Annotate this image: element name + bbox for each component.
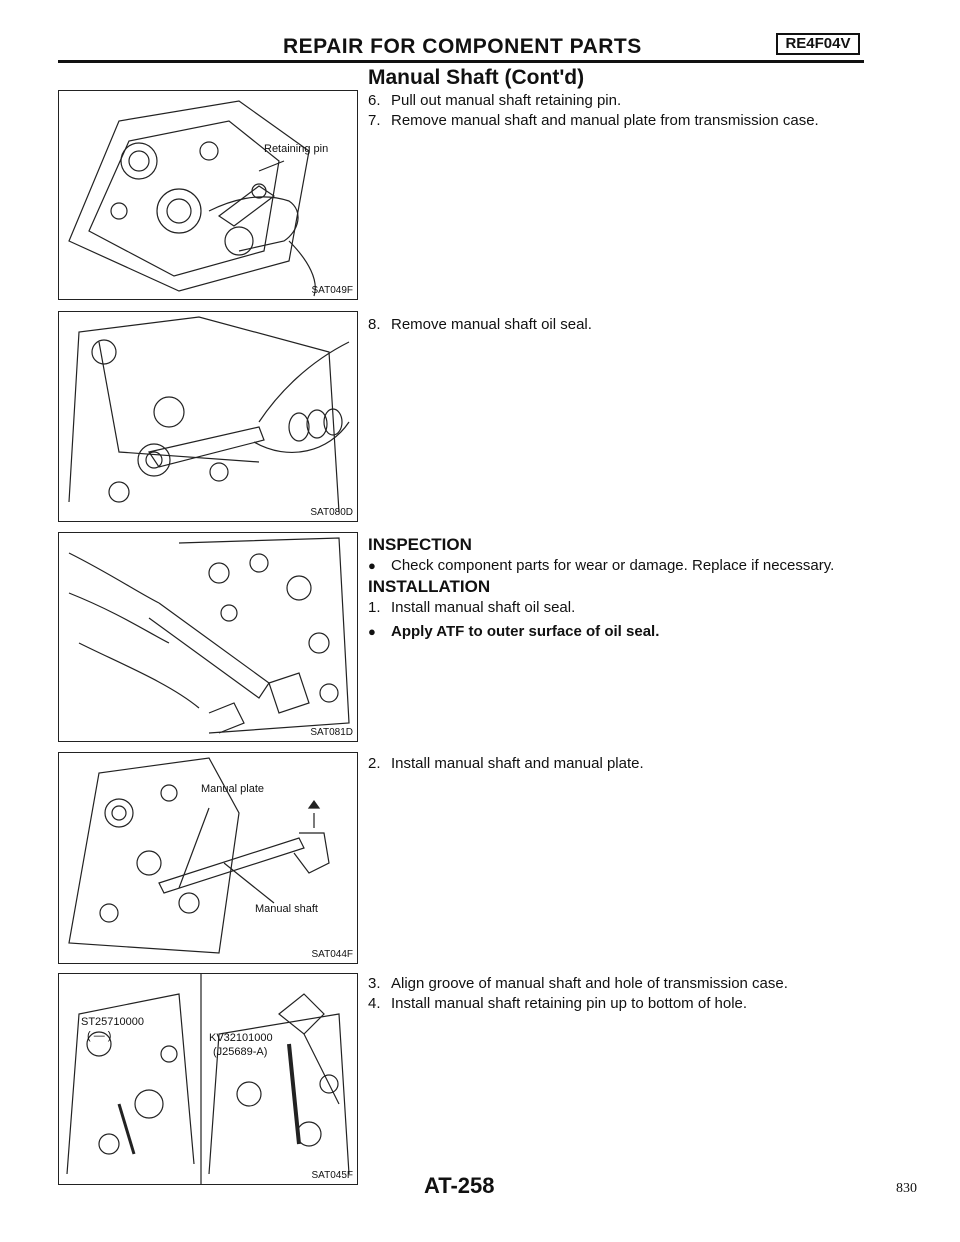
callout-manual-plate: Manual plate bbox=[201, 783, 264, 795]
removal-steps-6-7: 6. Pull out manual shaft retaining pin. … bbox=[368, 91, 868, 131]
step-6: 6. Pull out manual shaft retaining pin. bbox=[368, 91, 868, 111]
page-label: AT-258 bbox=[424, 1173, 495, 1198]
callout-retaining-pin: Retaining pin bbox=[264, 143, 329, 155]
figure-retaining-pin-install: ST25710000 ( — ) KV32101000 (J25689-A) S… bbox=[58, 973, 358, 1185]
installation-heading: INSTALLATION bbox=[368, 577, 491, 596]
bullet-text: Apply ATF to outer surface of oil seal. bbox=[391, 623, 660, 640]
step-text: Install manual shaft and manual plate. bbox=[391, 755, 644, 772]
step-number: 2. bbox=[368, 755, 381, 772]
retaining-pin-install-illustration bbox=[66, 974, 350, 1184]
callout-tool-kv-alt: (J25689-A) bbox=[213, 1046, 268, 1058]
step-text: Remove manual shaft and manual plate fro… bbox=[391, 112, 819, 129]
bullet-text: Check component parts for wear or damage… bbox=[391, 557, 835, 574]
oil-seal-removal-illustration bbox=[68, 316, 350, 513]
callout-tool-st-alt: ( — ) bbox=[87, 1030, 112, 1042]
bullet-icon: ● bbox=[368, 558, 376, 573]
figure-manual-shaft-plate: Manual plate Manual shaft SAT044F bbox=[58, 752, 358, 964]
section-title: Manual Shaft (Cont'd) bbox=[368, 66, 585, 89]
bullet-icon: ● bbox=[368, 624, 376, 639]
step-number: 1. bbox=[368, 599, 381, 616]
step-text: Remove manual shaft oil seal. bbox=[391, 316, 592, 333]
figure-code: SAT044F bbox=[311, 949, 354, 960]
figure-retaining-pin: Retaining pin SAT049F bbox=[58, 90, 358, 300]
step-text: Align groove of manual shaft and hole of… bbox=[391, 975, 788, 992]
step-number: 4. bbox=[368, 995, 381, 1012]
step-number: 8. bbox=[368, 316, 381, 333]
figure-code: SAT080D bbox=[310, 507, 353, 518]
install-step-4: 4. Install manual shaft retaining pin up… bbox=[368, 994, 868, 1014]
install-bullet: ● Apply ATF to outer surface of oil seal… bbox=[368, 622, 868, 642]
page-number: 830 bbox=[896, 1181, 917, 1196]
step-number: 3. bbox=[368, 975, 381, 992]
oil-seal-installation-illustration bbox=[68, 537, 350, 734]
step-number: 6. bbox=[368, 92, 381, 109]
model-badge: RE4F04V bbox=[776, 33, 860, 55]
callout-tool-kv: KV32101000 bbox=[209, 1032, 273, 1044]
step-text: Install manual shaft oil seal. bbox=[391, 599, 576, 616]
step-text: Pull out manual shaft retaining pin. bbox=[391, 92, 622, 109]
install-step-2: 2. Install manual shaft and manual plate… bbox=[368, 754, 868, 774]
step-7: 7. Remove manual shaft and manual plate … bbox=[368, 111, 868, 131]
manual-shaft-illustration bbox=[68, 757, 330, 954]
inspection-installation: INSPECTION ● Check component parts for w… bbox=[368, 534, 868, 642]
install-steps-3-4: 3. Align groove of manual shaft and hole… bbox=[368, 974, 868, 1014]
install-step-1: 1. Install manual shaft oil seal. bbox=[368, 598, 868, 618]
step-text: Install manual shaft retaining pin up to… bbox=[391, 995, 748, 1012]
header-rule bbox=[58, 60, 864, 63]
inspection-heading: INSPECTION bbox=[368, 535, 472, 554]
step-number: 7. bbox=[368, 112, 381, 129]
callout-tool-st: ST25710000 bbox=[81, 1016, 144, 1028]
figure-oil-seal-removal: SAT080D bbox=[58, 311, 358, 522]
transmission-case-illustration bbox=[68, 100, 316, 297]
header-title: REPAIR FOR COMPONENT PARTS bbox=[283, 35, 642, 58]
step-8: 8. Remove manual shaft oil seal. bbox=[368, 315, 868, 335]
inspection-bullet: ● Check component parts for wear or dama… bbox=[368, 556, 868, 576]
install-step-3: 3. Align groove of manual shaft and hole… bbox=[368, 974, 868, 994]
figure-code: SAT049F bbox=[311, 285, 354, 296]
install-step-2-block: 2. Install manual shaft and manual plate… bbox=[368, 754, 868, 774]
removal-step-8: 8. Remove manual shaft oil seal. bbox=[368, 315, 868, 335]
callout-manual-shaft: Manual shaft bbox=[255, 903, 318, 915]
figure-code: SAT081D bbox=[310, 727, 353, 738]
figure-oil-seal-installation: SAT081D bbox=[58, 532, 358, 742]
figure-code: SAT045F bbox=[311, 1170, 354, 1181]
